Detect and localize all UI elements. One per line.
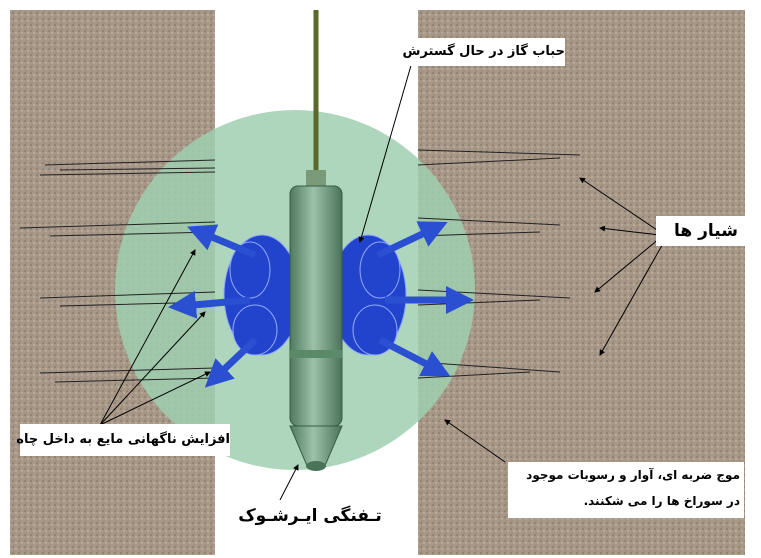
gas-bubbles	[223, 234, 407, 356]
pointer-lines	[99, 61, 666, 501]
label-fractures: شیار ها	[656, 216, 756, 246]
label-tool: تـفنگی ایـرشـوک	[230, 500, 390, 532]
fractures	[19, 149, 581, 383]
label-fluid-surge: افزایش ناگهانی مایع به داخل چاه	[16, 424, 230, 456]
label-shockwave: موج ضربه ای، آوار و رسوبات موجود در سورا…	[508, 462, 744, 518]
label-expanding-bubble: حباب گاز در حال گسترش	[403, 38, 565, 66]
label-shockwave-line2: در سوراخ ها را می شکنند.	[583, 494, 740, 508]
tool-body	[289, 170, 343, 471]
label-shockwave-line1: موج ضربه ای، آوار و رسوبات موجود	[526, 468, 740, 482]
pressure-arrows	[168, 221, 474, 388]
